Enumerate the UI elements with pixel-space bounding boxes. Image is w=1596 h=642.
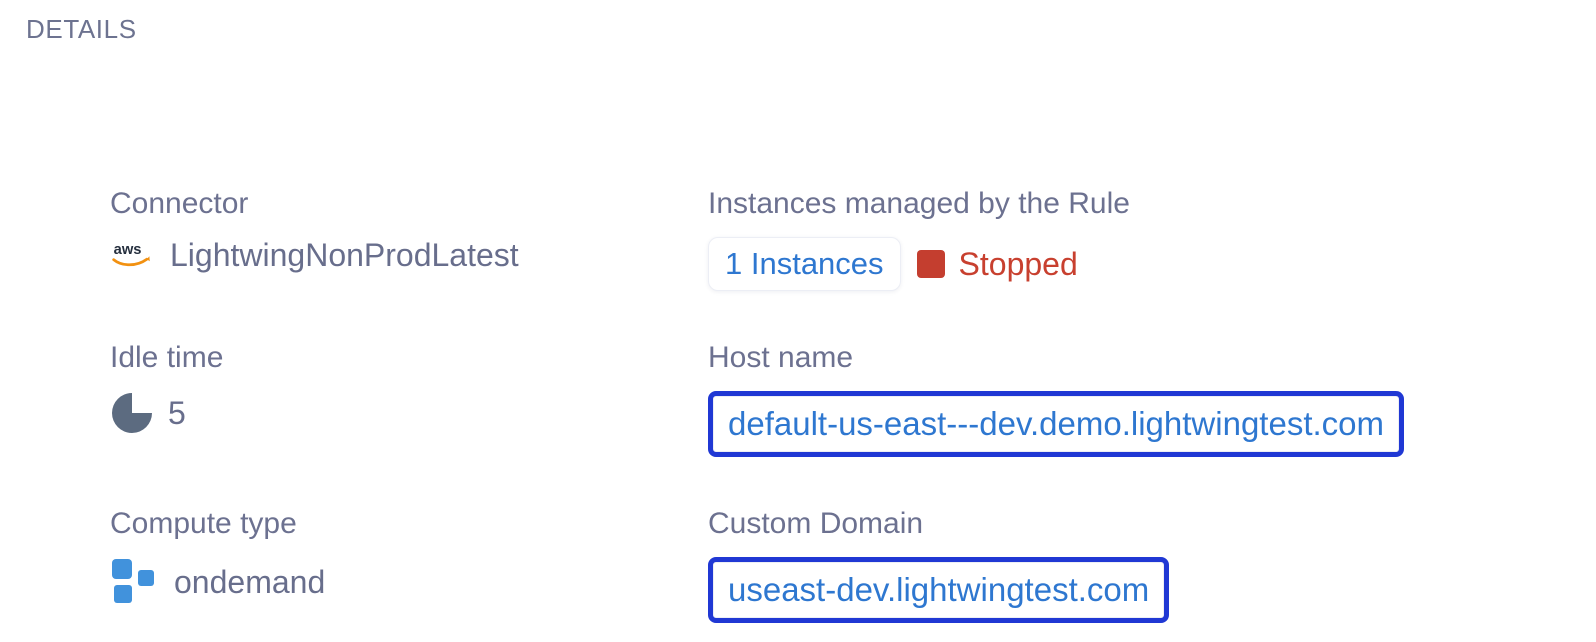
connector-value: LightwingNonProdLatest	[170, 237, 519, 273]
instances-count-link[interactable]: 1 Instances	[708, 237, 901, 291]
custom-domain-link[interactable]: useast-dev.lightwingtest.com	[708, 557, 1170, 623]
idle-time-label: Idle time	[110, 341, 224, 374]
pie-chart-icon	[110, 391, 154, 435]
field-custom-domain: Custom Domain useast-dev.lightwingtest.c…	[708, 507, 1572, 623]
field-compute-type: Compute type ondemand	[110, 507, 708, 623]
host-name-label: Host name	[708, 341, 854, 374]
instances-label: Instances managed by the Rule	[708, 187, 1130, 220]
host-name-link[interactable]: default-us-east---dev.demo.lightwingtest…	[708, 391, 1405, 457]
idle-time-value: 5	[168, 394, 186, 431]
field-instances: Instances managed by the Rule 1 Instance…	[708, 187, 1572, 291]
svg-text:aws: aws	[114, 242, 142, 258]
aws-logo-icon: aws	[110, 240, 156, 272]
connector-label: Connector	[110, 187, 249, 220]
field-idle-time: Idle time 5	[110, 341, 708, 457]
details-grid: Connector aws LightwingNonProdLatest Ins…	[110, 187, 1572, 623]
custom-domain-label: Custom Domain	[708, 507, 924, 540]
compute-squares-icon	[110, 557, 160, 607]
section-title: DETAILS	[26, 14, 137, 44]
field-connector: Connector aws LightwingNonProdLatest	[110, 187, 708, 291]
instances-status-text: Stopped	[958, 245, 1078, 282]
compute-type-label: Compute type	[110, 507, 297, 540]
field-host-name: Host name default-us-east---dev.demo.lig…	[708, 341, 1572, 457]
compute-type-value: ondemand	[174, 563, 326, 600]
details-panel: DETAILS Connector aws LightwingNonProdLa…	[26, 14, 1572, 623]
stopped-status-square-icon	[916, 250, 945, 278]
